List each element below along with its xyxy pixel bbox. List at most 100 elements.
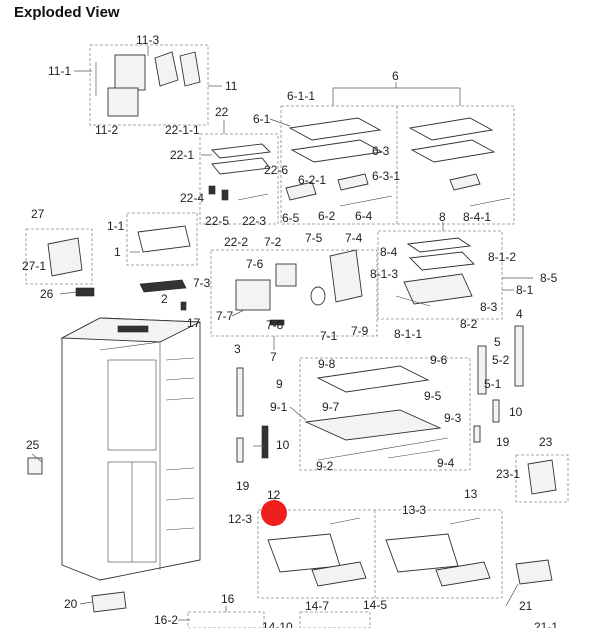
label-25: 25 xyxy=(26,438,40,452)
label-8-3: 8-3 xyxy=(480,300,498,314)
label-3: 3 xyxy=(234,342,241,356)
label-7-1: 7-1 xyxy=(320,329,338,343)
group-box-12-13 xyxy=(257,509,503,599)
label-16: 16 xyxy=(221,592,235,606)
label-8-4: 8-4 xyxy=(380,245,398,259)
group-box-6 xyxy=(280,105,515,225)
label-8-1: 8-1 xyxy=(516,283,534,297)
shelf-frame-right xyxy=(410,139,496,163)
water-filter-housing xyxy=(47,237,83,277)
drawer-rail-8-1-1 xyxy=(395,295,431,307)
label-9-5: 9-5 xyxy=(424,389,442,403)
label-5-1: 5-1 xyxy=(484,377,502,391)
label-7: 7 xyxy=(270,350,277,364)
label-11-2: 11-2 xyxy=(95,123,118,137)
label-14-5: 14-5 xyxy=(363,598,387,612)
group-box-16 xyxy=(187,611,265,628)
shelf-rail-right xyxy=(469,197,511,207)
cabinet-outline xyxy=(61,317,201,581)
clip-22-5 xyxy=(221,189,229,201)
label-11-3: 11-3 xyxy=(136,33,159,47)
label-13-3: 13-3 xyxy=(402,503,426,517)
group-box-11 xyxy=(89,44,209,126)
label-12: 12 xyxy=(267,488,281,502)
shelf-glass-6-1-1 xyxy=(288,117,382,141)
drawer-cover-12 xyxy=(311,561,367,587)
page-title: Exploded View xyxy=(14,4,120,21)
crisper-rail-9-2 xyxy=(317,437,449,461)
ice-maker-motor xyxy=(114,54,146,91)
highlight-marker xyxy=(261,500,287,526)
label-7-4: 7-4 xyxy=(345,231,363,245)
label-8-4-1: 8-4-1 xyxy=(463,210,491,224)
label-6-3-1: 6-3-1 xyxy=(372,169,400,183)
cabinet-top-panel xyxy=(117,325,149,333)
fan-assembly-7-6 xyxy=(235,279,271,311)
drawer-tray-8-1 xyxy=(403,273,473,305)
part-25 xyxy=(27,457,43,475)
label-6-1-1: 6-1-1 xyxy=(287,89,315,103)
label-6-2: 6-2 xyxy=(318,209,336,223)
bracket-lines xyxy=(223,82,461,612)
label-23-1: 23-1 xyxy=(496,467,520,481)
label-6-2-1: 6-2-1 xyxy=(298,173,326,187)
part-19-right xyxy=(473,425,481,443)
clip-22-4 xyxy=(208,185,216,195)
label-12-3: 12-3 xyxy=(228,512,252,526)
ice-bucket xyxy=(107,87,139,117)
drawer-rail-13 xyxy=(449,517,481,525)
part-26 xyxy=(75,287,95,297)
label-7-5: 7-5 xyxy=(305,231,323,245)
part-10-left xyxy=(261,425,269,459)
group-box-27 xyxy=(25,228,93,285)
shelf-glass-22-1-1 xyxy=(211,143,271,159)
vegetable-drawer-12 xyxy=(267,533,341,573)
label-8: 8 xyxy=(439,210,446,224)
label-9-3: 9-3 xyxy=(444,411,462,425)
ice-maker-cover-a xyxy=(154,51,179,87)
label-6-5: 6-5 xyxy=(282,211,300,225)
label-22-3: 22-3 xyxy=(242,214,266,228)
label-8-1-2: 8-1-2 xyxy=(488,250,516,264)
label-7-8: 7-8 xyxy=(266,318,284,332)
label-11-1: 11-1 xyxy=(48,64,71,78)
label-1-1: 1-1 xyxy=(107,219,125,233)
crisper-frame-9-1 xyxy=(304,409,442,441)
label-2: 2 xyxy=(161,292,168,306)
part-21 xyxy=(515,559,553,585)
label-10-right: 10 xyxy=(509,405,523,419)
label-7-7: 7-7 xyxy=(216,309,234,323)
part-10-right xyxy=(492,399,500,423)
drawer-rail-12 xyxy=(329,517,361,525)
bracket-6 xyxy=(332,87,461,94)
shelf-frame-6-1 xyxy=(290,139,384,163)
label-1: 1 xyxy=(114,245,121,259)
label-22-1: 22-1 xyxy=(170,148,194,162)
shelf-bracket-6-3 xyxy=(337,173,369,191)
vegetable-drawer-13 xyxy=(385,533,459,573)
label-7-6: 7-6 xyxy=(246,257,264,271)
label-20: 20 xyxy=(64,597,78,611)
label-26: 26 xyxy=(40,287,54,301)
part-20 xyxy=(91,591,127,613)
cabinet-upper-compartment xyxy=(107,359,157,451)
rail-3 xyxy=(236,367,244,417)
label-9-6: 9-6 xyxy=(430,353,448,367)
duct-cover-7-4 xyxy=(329,249,363,303)
label-4: 4 xyxy=(516,307,523,321)
label-27: 27 xyxy=(31,207,45,221)
drawer-frame-8-4 xyxy=(409,251,475,271)
label-6-4: 6-4 xyxy=(355,209,373,223)
shelf-frame-22-1 xyxy=(211,157,271,175)
cabinet-shelf-rails xyxy=(165,357,195,531)
damper-7-2 xyxy=(275,263,297,287)
shelf-rail-6-4 xyxy=(339,195,393,207)
label-22-1-1: 22-1-1 xyxy=(165,123,200,137)
label-9-4: 9-4 xyxy=(437,456,455,470)
label-27-1: 27-1 xyxy=(22,259,46,273)
label-9-7: 9-7 xyxy=(322,400,340,414)
label-16-2: 16-2 xyxy=(154,613,178,627)
label-22-2: 22-2 xyxy=(224,235,248,249)
label-8-1-1: 8-1-1 xyxy=(394,327,422,341)
group-box-23 xyxy=(515,454,569,503)
